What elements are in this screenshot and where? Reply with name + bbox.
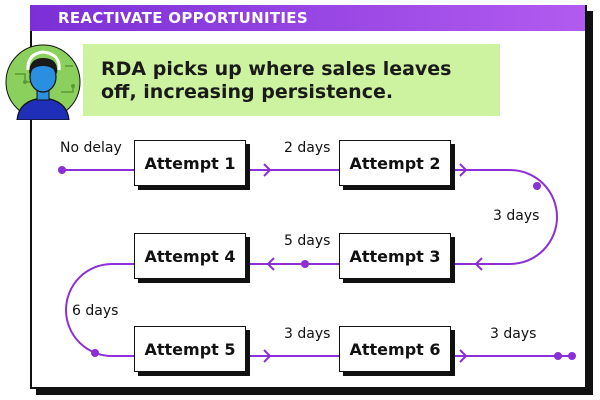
- delay-label-3: 5 days: [284, 233, 331, 249]
- callout-banner: RDA picks up where sales leaves off, inc…: [83, 44, 500, 116]
- chevron-left-icon: [266, 257, 275, 271]
- person-avatar-icon: [5, 44, 81, 120]
- end-dot: [554, 352, 562, 360]
- chevron-right-icon: [459, 163, 468, 177]
- delay-label-4: 6 days: [72, 303, 119, 319]
- delay-label-5: 3 days: [284, 326, 331, 342]
- attempt-1-box: Attempt 1: [134, 140, 246, 186]
- header-title: REACTIVATE OPPORTUNITIES: [58, 9, 308, 27]
- start-delay-label: No delay: [60, 140, 122, 156]
- attempt-3-box: Attempt 3: [339, 233, 451, 279]
- connector-2-3: [450, 169, 558, 265]
- delay-label-6: 3 days: [490, 326, 537, 342]
- attempt-2-box: Attempt 2: [339, 140, 451, 186]
- attempt-4-box: Attempt 4: [134, 233, 246, 279]
- callout-line-1: RDA picks up where sales leaves: [101, 58, 452, 80]
- chevron-right-icon: [263, 163, 272, 177]
- chevron-right-icon: [459, 349, 468, 363]
- connector-dot: [91, 349, 99, 357]
- chevron-left-icon: [474, 257, 483, 271]
- attempt-6-box: Attempt 6: [339, 326, 451, 372]
- connector-dot: [301, 260, 309, 268]
- delay-label-2: 3 days: [493, 208, 540, 224]
- connector-dot: [533, 182, 541, 190]
- callout-text: RDA picks up where sales leaves off, inc…: [101, 58, 452, 104]
- attempt-5-box: Attempt 5: [134, 326, 246, 372]
- delay-label-1: 2 days: [284, 140, 331, 156]
- header-bar: REACTIVATE OPPORTUNITIES: [30, 5, 585, 31]
- chevron-right-icon: [263, 349, 272, 363]
- start-dot: [58, 166, 66, 174]
- callout-line-2: off, increasing persistence.: [101, 81, 394, 103]
- end-dot: [568, 352, 576, 360]
